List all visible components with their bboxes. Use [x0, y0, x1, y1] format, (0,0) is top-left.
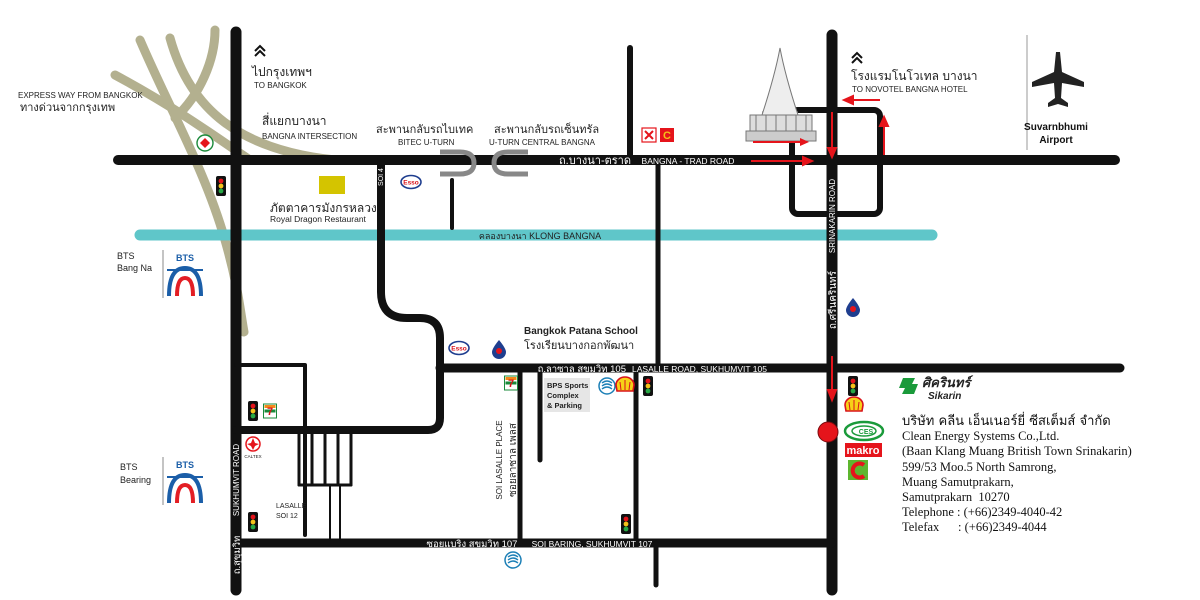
airport-box: Suvarnbhumi Airport: [1024, 35, 1088, 150]
patana-th: โรงเรียนบางกอกพัฒนา: [524, 338, 634, 352]
roads: [113, 26, 1125, 596]
bitec-en: BITEC U-TURN: [398, 138, 455, 147]
bps-1: BPS Sports: [547, 381, 588, 390]
up-chevron-icon: [254, 45, 266, 57]
airplane-icon: [1032, 52, 1084, 107]
bangna-intersection-en: BANGNA INTERSECTION: [262, 132, 357, 141]
u-turn-bitec: [440, 149, 477, 177]
company-address-3: Samutprakarn 10270: [902, 490, 1010, 505]
traffic-light-icon: [848, 376, 858, 396]
traffic-light-icon: [216, 176, 226, 196]
bts-bangna-2: Bang Na: [117, 263, 152, 273]
shell-logo: [615, 376, 635, 392]
ptt-station-logo: [598, 377, 616, 395]
baring-th: ซอยแบริ่ง สุขุมวิท 107: [427, 537, 518, 550]
central-en: U-TURN CENTRAL BANGNA: [489, 138, 596, 147]
lasalle-soi-12: [234, 363, 307, 537]
ces-text: CES: [859, 429, 874, 436]
bts-bearing-2: Bearing: [120, 475, 151, 485]
traffic-light-icon: [621, 514, 631, 534]
to-bangkok-th: ไปกรุงเทพฯ: [251, 65, 312, 80]
novotel-en: TO NOVOTEL BANGNA HOTEL: [852, 85, 968, 94]
caltex-logo: CALTEX: [244, 436, 262, 459]
esso-logo: [400, 174, 422, 190]
seven-eleven-logo: [504, 375, 518, 391]
seven-eleven-logo-top: [196, 134, 214, 152]
ces-logo: CES: [843, 420, 885, 442]
shell-logo: [844, 396, 864, 412]
baring-en: SOI BARING, SUKHUMVIT 107: [532, 539, 653, 549]
central-th: สะพานกลับรถเซ็นทรัล: [494, 122, 599, 136]
lasalle-th: ถ.ลาซาล สุขุมวิท 105: [538, 364, 626, 375]
bps-2: Complex: [547, 391, 580, 400]
bitec-th: สะพานกลับรถไบเทค: [376, 123, 473, 136]
company-info: บริษัท คลีน เอ็นเนอร์ยี่ ซีสเต็มส์ จำกัด…: [902, 414, 1132, 536]
sikarin-th: ศิครินทร์: [922, 375, 973, 390]
soi-lasalle-place-en: SOI LASALLE PLACE: [495, 420, 504, 499]
airport-line-1: Suvarnbhumi: [1024, 122, 1088, 133]
sikarin-en: Sikarin: [928, 391, 961, 402]
store-logos-top: C: [641, 127, 674, 143]
caltex-label: CALTEX: [244, 454, 261, 459]
srinakarin-th: ถ.ศรีนครินทร์: [827, 270, 839, 329]
royal-dragon-en: Royal Dragon Restaurant: [270, 214, 367, 224]
ptt-station-logo: [504, 551, 522, 569]
airport-line-2: Airport: [1039, 135, 1073, 146]
seven-eleven-logo: [263, 403, 277, 419]
makro-logo: makro: [845, 443, 882, 457]
to-bangkok-en: TO BANGKOK: [254, 81, 307, 90]
bps-box: [544, 378, 590, 412]
royal-dragon-th: ภัตตาคารมังกรหลวง: [270, 201, 377, 215]
makro-text: makro: [846, 445, 879, 457]
traffic-light-icon: [248, 512, 258, 532]
temple-icon: [745, 47, 817, 142]
svg-text:C: C: [663, 130, 671, 142]
sikarin-logo: ศิครินทร์ Sikarin: [899, 375, 973, 402]
bts-bangna-1: BTS: [117, 251, 135, 261]
expressway-th: ทางด่วนจากกรุงเทพ: [20, 102, 115, 114]
soi4-label: SOI 4: [378, 168, 385, 186]
route-arrows: [751, 94, 890, 403]
company-telefax: Telefax : (+66)2349-4044: [902, 520, 1047, 535]
bangna-trad-th: ถ.บางนา-ตราด: [559, 155, 631, 167]
big-c-logo: [848, 460, 868, 480]
bts-logo: [161, 248, 209, 300]
traffic-light-icon: [643, 376, 653, 396]
klong-bangna-label: คลองบางนา KLONG BANGNA: [479, 231, 601, 241]
lasalle-en: LASALLE ROAD, SUKHUMVIT 105: [632, 364, 767, 374]
soi-lasalle-place-th: ซอยลาซาล เพลส: [508, 423, 519, 497]
ptt-logo: [846, 298, 860, 317]
sukhumvit-th: ถ.สุขุมวิท: [232, 536, 243, 575]
patana-en: Bangkok Patana School: [524, 326, 638, 337]
location-marker: [817, 421, 839, 443]
bts-bearing-1: BTS: [120, 462, 138, 472]
company-building: (Baan Klang Muang British Town Srinakari…: [902, 444, 1132, 459]
bangna-trad-en: BANGNA - TRAD ROAD: [642, 156, 735, 166]
company-name-en: Clean Energy Systems Co.,Ltd.: [902, 429, 1060, 444]
srinakarin-road-label: SRINAKARIN ROAD: [828, 179, 837, 253]
company-name-th: บริษัท คลีน เอ็นเนอร์ยี่ ซีสเต็มส์ จำกัด: [902, 414, 1111, 429]
sukhumvit-road-label: SUKHUMVIT ROAD: [232, 444, 241, 517]
soi-4: [232, 156, 444, 434]
novotel-th: โรงแรมโนโวเทล บางนา: [851, 69, 978, 83]
ptt-logo: [492, 340, 506, 359]
bps-3: & Parking: [547, 401, 582, 410]
expressway-en: EXPRESS WAY FROM BANGKOK: [18, 91, 143, 100]
lasalle-soi12-2: SOI 12: [276, 513, 298, 520]
company-address-1: 599/53 Moo.5 North Samrong,: [902, 459, 1057, 474]
bangna-intersection-th: สี่แยกบางนา: [262, 112, 327, 128]
restaurant-marker: [319, 176, 345, 194]
lasalle-soi12-1: LASALLE: [276, 503, 307, 510]
esso-logo: [448, 340, 470, 356]
company-telephone[interactable]: Telephone : (+66)2349-4040-42: [902, 505, 1063, 520]
up-chevron-icon: [851, 52, 863, 64]
u-turn-central: [491, 149, 528, 177]
bts-logo: [161, 455, 209, 507]
traffic-light-icon: [248, 401, 258, 421]
company-address-2: Muang Samutprakarn,: [902, 474, 1014, 489]
